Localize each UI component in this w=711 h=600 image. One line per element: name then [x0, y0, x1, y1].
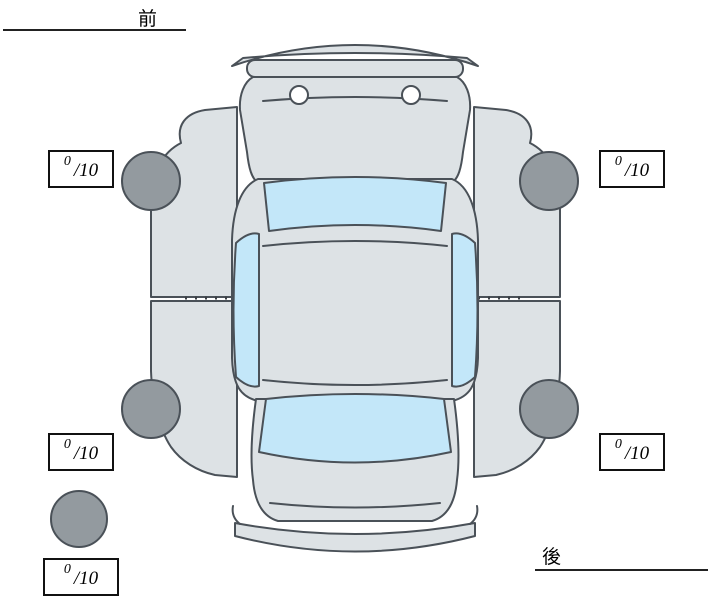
- windshield: [263, 176, 447, 232]
- tire-rear-right: [519, 379, 579, 439]
- front-spoiler: [231, 44, 479, 67]
- score-max: /10: [624, 160, 650, 181]
- hood-detail-circle-right: [401, 85, 421, 105]
- hood: [238, 76, 472, 182]
- side-window-left: [232, 232, 260, 388]
- score-max: /10: [73, 160, 99, 181]
- score-value: 0: [63, 154, 71, 169]
- score-box-front-left: 0 /10: [48, 150, 114, 188]
- score-value: 0: [63, 437, 71, 452]
- score-value: 0: [614, 437, 622, 452]
- score-box-spare: 0 /10: [43, 558, 119, 596]
- side-window-right: [451, 232, 479, 388]
- hood-detail-circle-left: [289, 85, 309, 105]
- rear-bumper-curl-right: [469, 505, 479, 525]
- rear-label: 後: [542, 547, 563, 568]
- score-box-rear-left: 0 /10: [48, 433, 114, 471]
- hood-line: [262, 96, 448, 102]
- score-box-rear-right: 0 /10: [599, 433, 665, 471]
- rear-bumper-curl-left: [231, 505, 241, 525]
- rear-bumper: [234, 522, 476, 553]
- tire-front-right: [519, 151, 579, 211]
- spare-tire: [50, 490, 108, 548]
- trunk-line: [269, 502, 441, 509]
- score-max: /10: [73, 568, 99, 589]
- score-box-front-right: 0 /10: [599, 150, 665, 188]
- tire-rear-left: [121, 379, 181, 439]
- score-value: 0: [614, 154, 622, 169]
- rear-window: [258, 393, 452, 464]
- front-underline: [3, 29, 186, 31]
- front-label: 前: [138, 9, 159, 30]
- front-bumper-bar: [246, 59, 464, 78]
- score-max: /10: [624, 443, 650, 464]
- roof-line-rear: [262, 379, 448, 386]
- tire-front-left: [121, 151, 181, 211]
- rear-underline: [535, 569, 708, 571]
- score-value: 0: [63, 562, 71, 577]
- score-max: /10: [73, 443, 99, 464]
- roof-line-front: [262, 240, 448, 247]
